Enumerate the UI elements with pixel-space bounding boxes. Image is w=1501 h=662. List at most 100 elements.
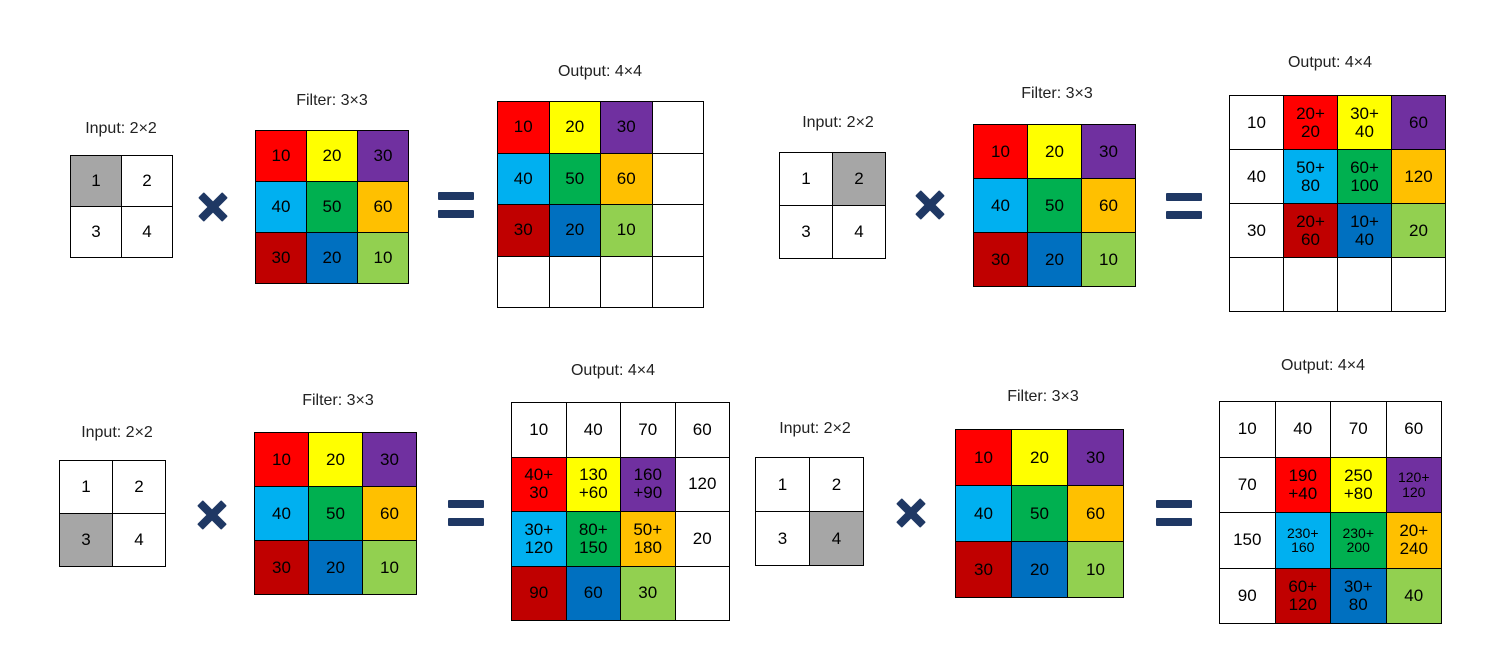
output-cell: 20	[549, 102, 600, 153]
output-cell: 10+40	[1338, 204, 1391, 257]
input-cell: 4	[810, 512, 863, 565]
filter-cell: 60	[1068, 486, 1123, 541]
input-cell: 4	[833, 206, 885, 258]
output-cell: 50+180	[621, 512, 675, 566]
output-cell: 120	[1392, 150, 1445, 203]
filter-cell: 30	[363, 433, 416, 486]
output-cell: 10	[512, 403, 566, 457]
output-cell: 40+30	[512, 457, 566, 511]
output-cell	[601, 256, 652, 307]
output-cell: 160+90	[621, 457, 675, 511]
filter-cell: 10	[1068, 542, 1123, 597]
input-cell: 3	[756, 512, 809, 565]
multiply-icon	[915, 190, 945, 220]
filter-label: Filter: 3×3	[302, 392, 374, 409]
output-cell: 190+40	[1275, 457, 1330, 512]
filter-cell: 40	[956, 486, 1011, 541]
output-cell: 90	[512, 566, 566, 620]
output-cell: 150	[1220, 513, 1275, 568]
input-cell: 3	[71, 207, 121, 257]
output-cell: 250+80	[1331, 457, 1386, 512]
output-label: Output: 4×4	[1280, 357, 1366, 374]
filter-cell: 20	[309, 433, 362, 486]
output-cell: 50	[549, 153, 600, 204]
multiply-icon	[198, 192, 228, 222]
output-cell: 30	[621, 566, 675, 620]
filter-cell: 20	[1028, 233, 1081, 286]
output-cell: 120+120	[1386, 457, 1441, 512]
equals-icon	[438, 192, 474, 218]
multiply-icon	[197, 500, 227, 530]
input-cell: 2	[833, 153, 885, 205]
input-label: Input: 2×2	[85, 120, 157, 137]
output-cell: 40	[1386, 568, 1441, 623]
filter-cell: 30	[256, 233, 306, 283]
output-cell	[1338, 258, 1391, 311]
filter-cell: 60	[363, 487, 416, 540]
input-label: Input: 2×2	[81, 424, 153, 441]
output-cell: 130+60	[566, 457, 620, 511]
output-cell	[652, 205, 703, 256]
output-cell	[549, 256, 600, 307]
output-cell	[1284, 258, 1337, 311]
output-cell: 60	[1386, 402, 1441, 457]
output-cell: 230+200	[1331, 513, 1386, 568]
filter-cell: 40	[255, 487, 308, 540]
output-cell: 30+120	[512, 512, 566, 566]
filter-cell: 50	[307, 182, 357, 232]
output-label: Output: 4×4	[570, 362, 656, 379]
filter-cell: 50	[309, 487, 362, 540]
output-cell: 30+40	[1338, 96, 1391, 149]
output-cell	[652, 102, 703, 153]
output-cell	[652, 153, 703, 204]
filter-cell: 10	[256, 131, 306, 181]
output-label: Output: 4×4	[557, 63, 643, 80]
filter-cell: 20	[307, 131, 357, 181]
filter-cell: 60	[358, 182, 408, 232]
input-cell: 1	[780, 153, 832, 205]
filter-cell: 30	[1082, 125, 1135, 178]
output-cell	[1230, 258, 1283, 311]
output-cell: 40	[1230, 150, 1283, 203]
filter-cell: 20	[307, 233, 357, 283]
output-cell: 60	[566, 566, 620, 620]
filter-cell: 30	[1068, 430, 1123, 485]
filter-cell: 60	[1082, 179, 1135, 232]
output-cell: 30	[1230, 204, 1283, 257]
output-cell: 30	[498, 205, 549, 256]
output-cell: 70	[621, 403, 675, 457]
filter-cell: 10	[974, 125, 1027, 178]
input-cell: 3	[60, 514, 112, 566]
output-cell: 20+20	[1284, 96, 1337, 149]
filter-cell: 20	[1012, 542, 1067, 597]
equals-icon	[1166, 193, 1202, 219]
filter-cell: 20	[1012, 430, 1067, 485]
filter-cell: 10	[363, 541, 416, 594]
output-cell: 40	[498, 153, 549, 204]
filter-cell: 40	[256, 182, 306, 232]
output-cell: 60	[675, 403, 729, 457]
input-cell: 4	[122, 207, 172, 257]
output-cell: 70	[1220, 457, 1275, 512]
output-cell: 20	[549, 205, 600, 256]
filter-cell: 30	[358, 131, 408, 181]
output-cell: 10	[1220, 402, 1275, 457]
output-cell: 80+150	[566, 512, 620, 566]
input-label: Input: 2×2	[802, 114, 874, 131]
output-cell: 20	[1392, 204, 1445, 257]
input-cell: 2	[810, 458, 863, 511]
filter-cell: 30	[255, 541, 308, 594]
filter-cell: 30	[956, 542, 1011, 597]
output-cell: 90	[1220, 568, 1275, 623]
output-cell: 230+160	[1275, 513, 1330, 568]
